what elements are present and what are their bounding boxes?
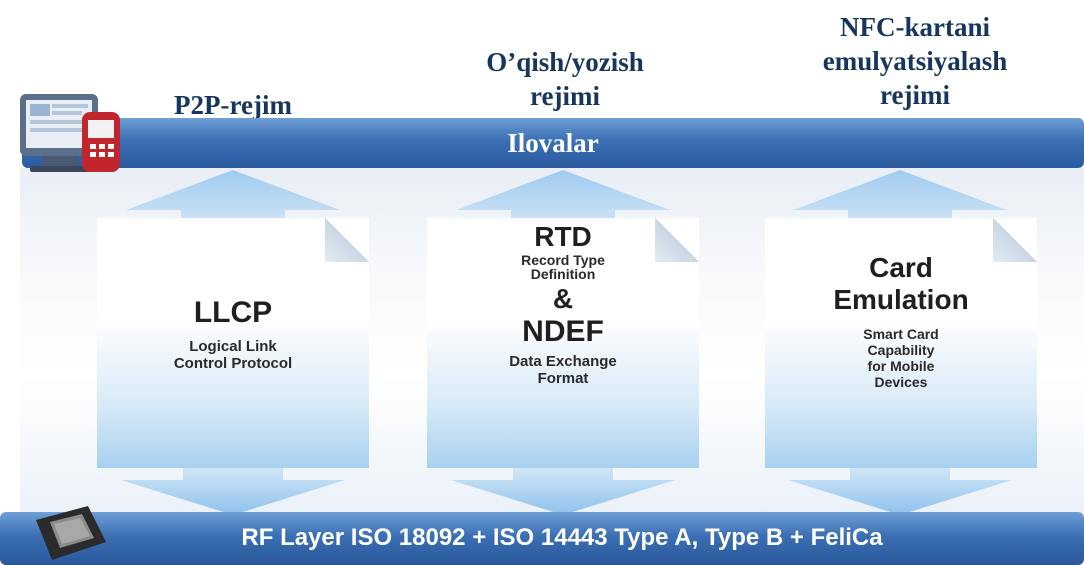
card-emulation: Card Emulation Smart Card Capability for… xyxy=(765,218,1037,468)
down-arrow-nfc xyxy=(788,465,1012,515)
card-llcp-fold xyxy=(325,218,369,262)
applications-band: Ilovalar xyxy=(22,118,1084,168)
applications-label: Ilovalar xyxy=(507,128,599,158)
up-arrow-rw xyxy=(456,170,670,225)
card-ndef-title: NDEF xyxy=(522,315,604,348)
card-ndef-sub-2: Format xyxy=(537,370,589,387)
chip-icon xyxy=(36,506,106,560)
card-emulation-fold xyxy=(993,218,1037,262)
card-emulation-sub-2: Capability xyxy=(867,342,935,358)
monitor-phone-icon xyxy=(20,94,120,172)
card-rtd-title: RTD xyxy=(534,221,592,252)
card-ndef-sub-1: Data Exchange xyxy=(509,353,617,370)
rf-layer-band: RF Layer ISO 18092 + ISO 14443 Type A, T… xyxy=(0,512,1084,565)
card-llcp: LLCP Logical Link Control Protocol xyxy=(97,218,369,468)
card-llcp-title: LLCP xyxy=(193,296,273,329)
down-arrow-rw xyxy=(451,465,675,515)
devices-icon xyxy=(12,86,132,182)
nfc-reader-icon xyxy=(30,498,110,565)
mode-label-p2p: P2P-rejim xyxy=(174,90,292,120)
card-llcp-sub-1: Logical Link xyxy=(189,338,277,355)
card-rtd-sub-1: Record Type xyxy=(521,252,605,268)
card-rtd-sub-2: Definition xyxy=(530,266,596,282)
up-arrow-p2p xyxy=(126,170,340,225)
card-emulation-title-2: Emulation xyxy=(833,284,969,315)
card-emulation-sub-4: Devices xyxy=(874,374,928,390)
up-arrow-nfc xyxy=(793,170,1007,225)
rf-layer-label: RF Layer ISO 18092 + ISO 14443 Type A, T… xyxy=(241,524,883,551)
card-rtd-ndef: RTD Record Type Definition & NDEF Data E… xyxy=(427,218,699,468)
card-emulation-title-1: Card xyxy=(869,252,933,283)
card-emulation-sub-3: for Mobile xyxy=(867,358,935,374)
down-arrow-p2p xyxy=(121,465,345,515)
card-rtd-ampersand: & xyxy=(552,283,574,314)
card-llcp-sub-2: Control Protocol xyxy=(173,355,293,372)
card-rtd-fold xyxy=(655,218,699,262)
card-emulation-sub-1: Smart Card xyxy=(863,326,939,342)
